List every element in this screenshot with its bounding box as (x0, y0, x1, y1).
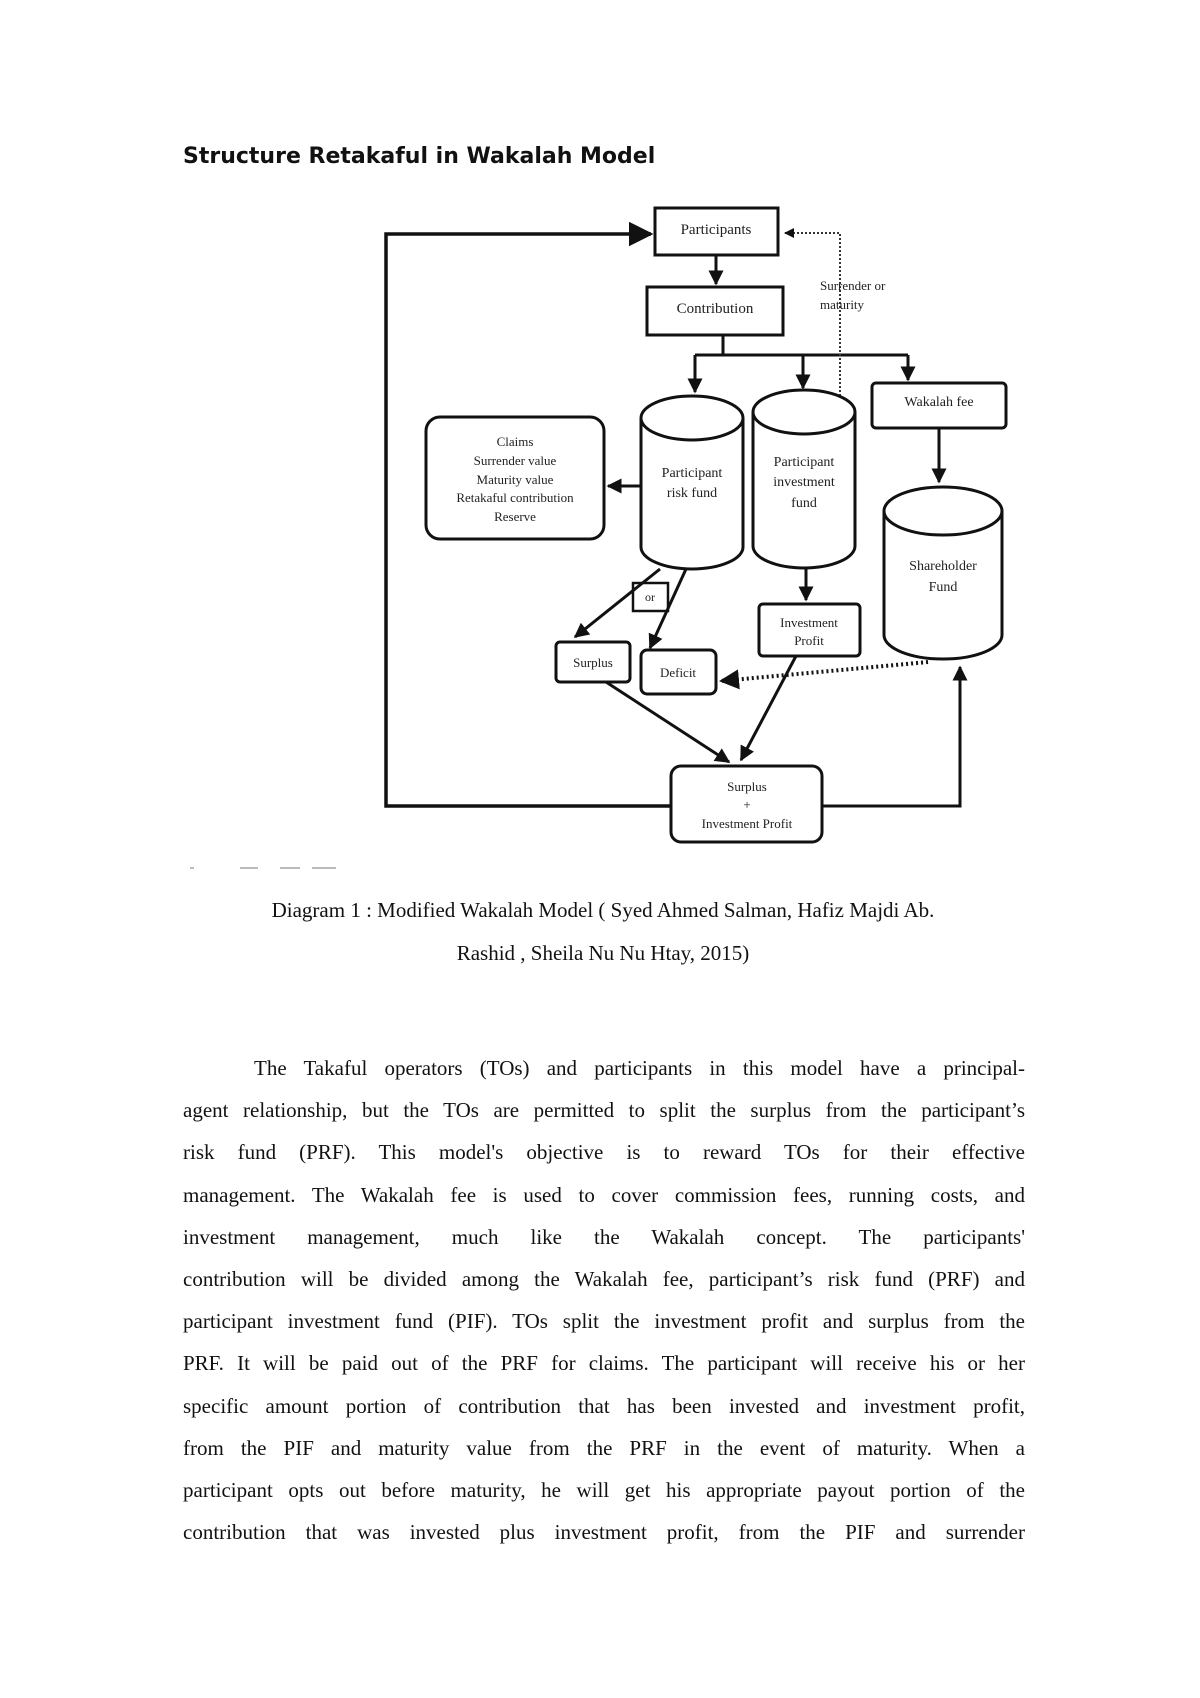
claims-label-2: Surrender value (474, 453, 557, 468)
paragraph-line: PRF. It will be paid out of the PRF for … (183, 1351, 1025, 1376)
arrow-surplus-total (605, 680, 731, 764)
surplus-label: Surplus (573, 655, 613, 670)
surrender-maturity-label-1: Surrender or (820, 278, 886, 293)
arrow-prf-surplus (573, 567, 661, 639)
arrow-prf-deficit (648, 568, 688, 650)
paragraph-line: investment management, much like the Wak… (183, 1224, 1025, 1249)
shareholder-label-1: Shareholder (909, 559, 977, 574)
arrow-investment-total (739, 655, 798, 762)
contribution-box (645, 285, 785, 337)
pif-label-2: investment (773, 475, 835, 490)
surplus-total-label-2: + (743, 797, 750, 812)
or-label: or (645, 590, 655, 604)
paragraph-line: from the PIF and maturity value from the… (183, 1435, 1025, 1460)
pif-label-3: fund (791, 496, 817, 511)
prf-label-1: Participant (662, 466, 723, 481)
paragraph-line: risk fund (PRF). This model's objective … (183, 1140, 1025, 1165)
pif-label-1: Participant (774, 455, 835, 470)
body-paragraph: The Takaful operators (TOs) and particip… (183, 1047, 1025, 1553)
wakalah-fee-label: Wakalah fee (904, 395, 973, 410)
diagram-caption-line-2: Rashid , Sheila Nu Nu Htay, 2015) (456, 941, 750, 965)
section-heading: Structure Retakaful in Wakalah Model (183, 144, 656, 169)
paragraph-line: contribution will be divided among the W… (183, 1266, 1025, 1291)
shareholder-fund-cylinder (882, 485, 1004, 661)
paragraph-line: contribution that was invested plus inve… (183, 1520, 1025, 1545)
deficit-box (639, 648, 718, 696)
prf-label-2: risk fund (667, 486, 717, 501)
surplus-box (554, 640, 632, 684)
participants-box (653, 206, 780, 257)
surplus-total-label-3: Investment Profit (702, 816, 793, 831)
pif-cylinder (751, 388, 857, 570)
surplus-total-label-1: Surplus (727, 779, 767, 794)
claims-label-5: Reserve (494, 509, 536, 524)
claims-label-1: Claims (497, 434, 534, 449)
paragraph-line: The Takaful operators (TOs) and particip… (254, 1056, 1025, 1080)
contribution-label: Contribution (677, 301, 754, 317)
deficit-label: Deficit (660, 665, 696, 680)
diagram-caption-line-1: Diagram 1 : Modified Wakalah Model ( Sye… (271, 898, 935, 922)
investment-profit-box (757, 602, 862, 658)
paragraph-line: management. The Wakalah fee is used to c… (183, 1182, 1025, 1207)
surplus-total-box (669, 764, 824, 844)
participants-label: Participants (681, 222, 752, 238)
investment-profit-label-1: Investment (780, 615, 838, 630)
claims-label-3: Maturity value (477, 472, 554, 487)
arrow-total-participants-loop (384, 221, 671, 808)
paragraph-line: participant opts out before maturity, he… (183, 1477, 1025, 1502)
investment-profit-label-2: Profit (794, 633, 824, 648)
surrender-maturity-dotted-line (784, 228, 841, 400)
paragraph-line: agent relationship, but the TOs are perm… (183, 1098, 1025, 1123)
wakalah-model-diagram: Participants Contribution Surrender or m… (190, 206, 1008, 869)
prf-cylinder (639, 394, 745, 571)
shareholder-label-2: Fund (929, 580, 958, 595)
arrow-shareholder-deficit-dotted (719, 660, 929, 690)
claims-box (424, 415, 606, 541)
paragraph-line: participant investment fund (PIF). TOs s… (183, 1309, 1025, 1334)
paragraph-line: specific amount portion of contribution … (183, 1393, 1025, 1418)
claims-label-4: Retakaful contribution (456, 490, 574, 505)
surrender-maturity-label-2: maturity (820, 297, 865, 312)
arrow-total-shareholder (822, 665, 968, 808)
